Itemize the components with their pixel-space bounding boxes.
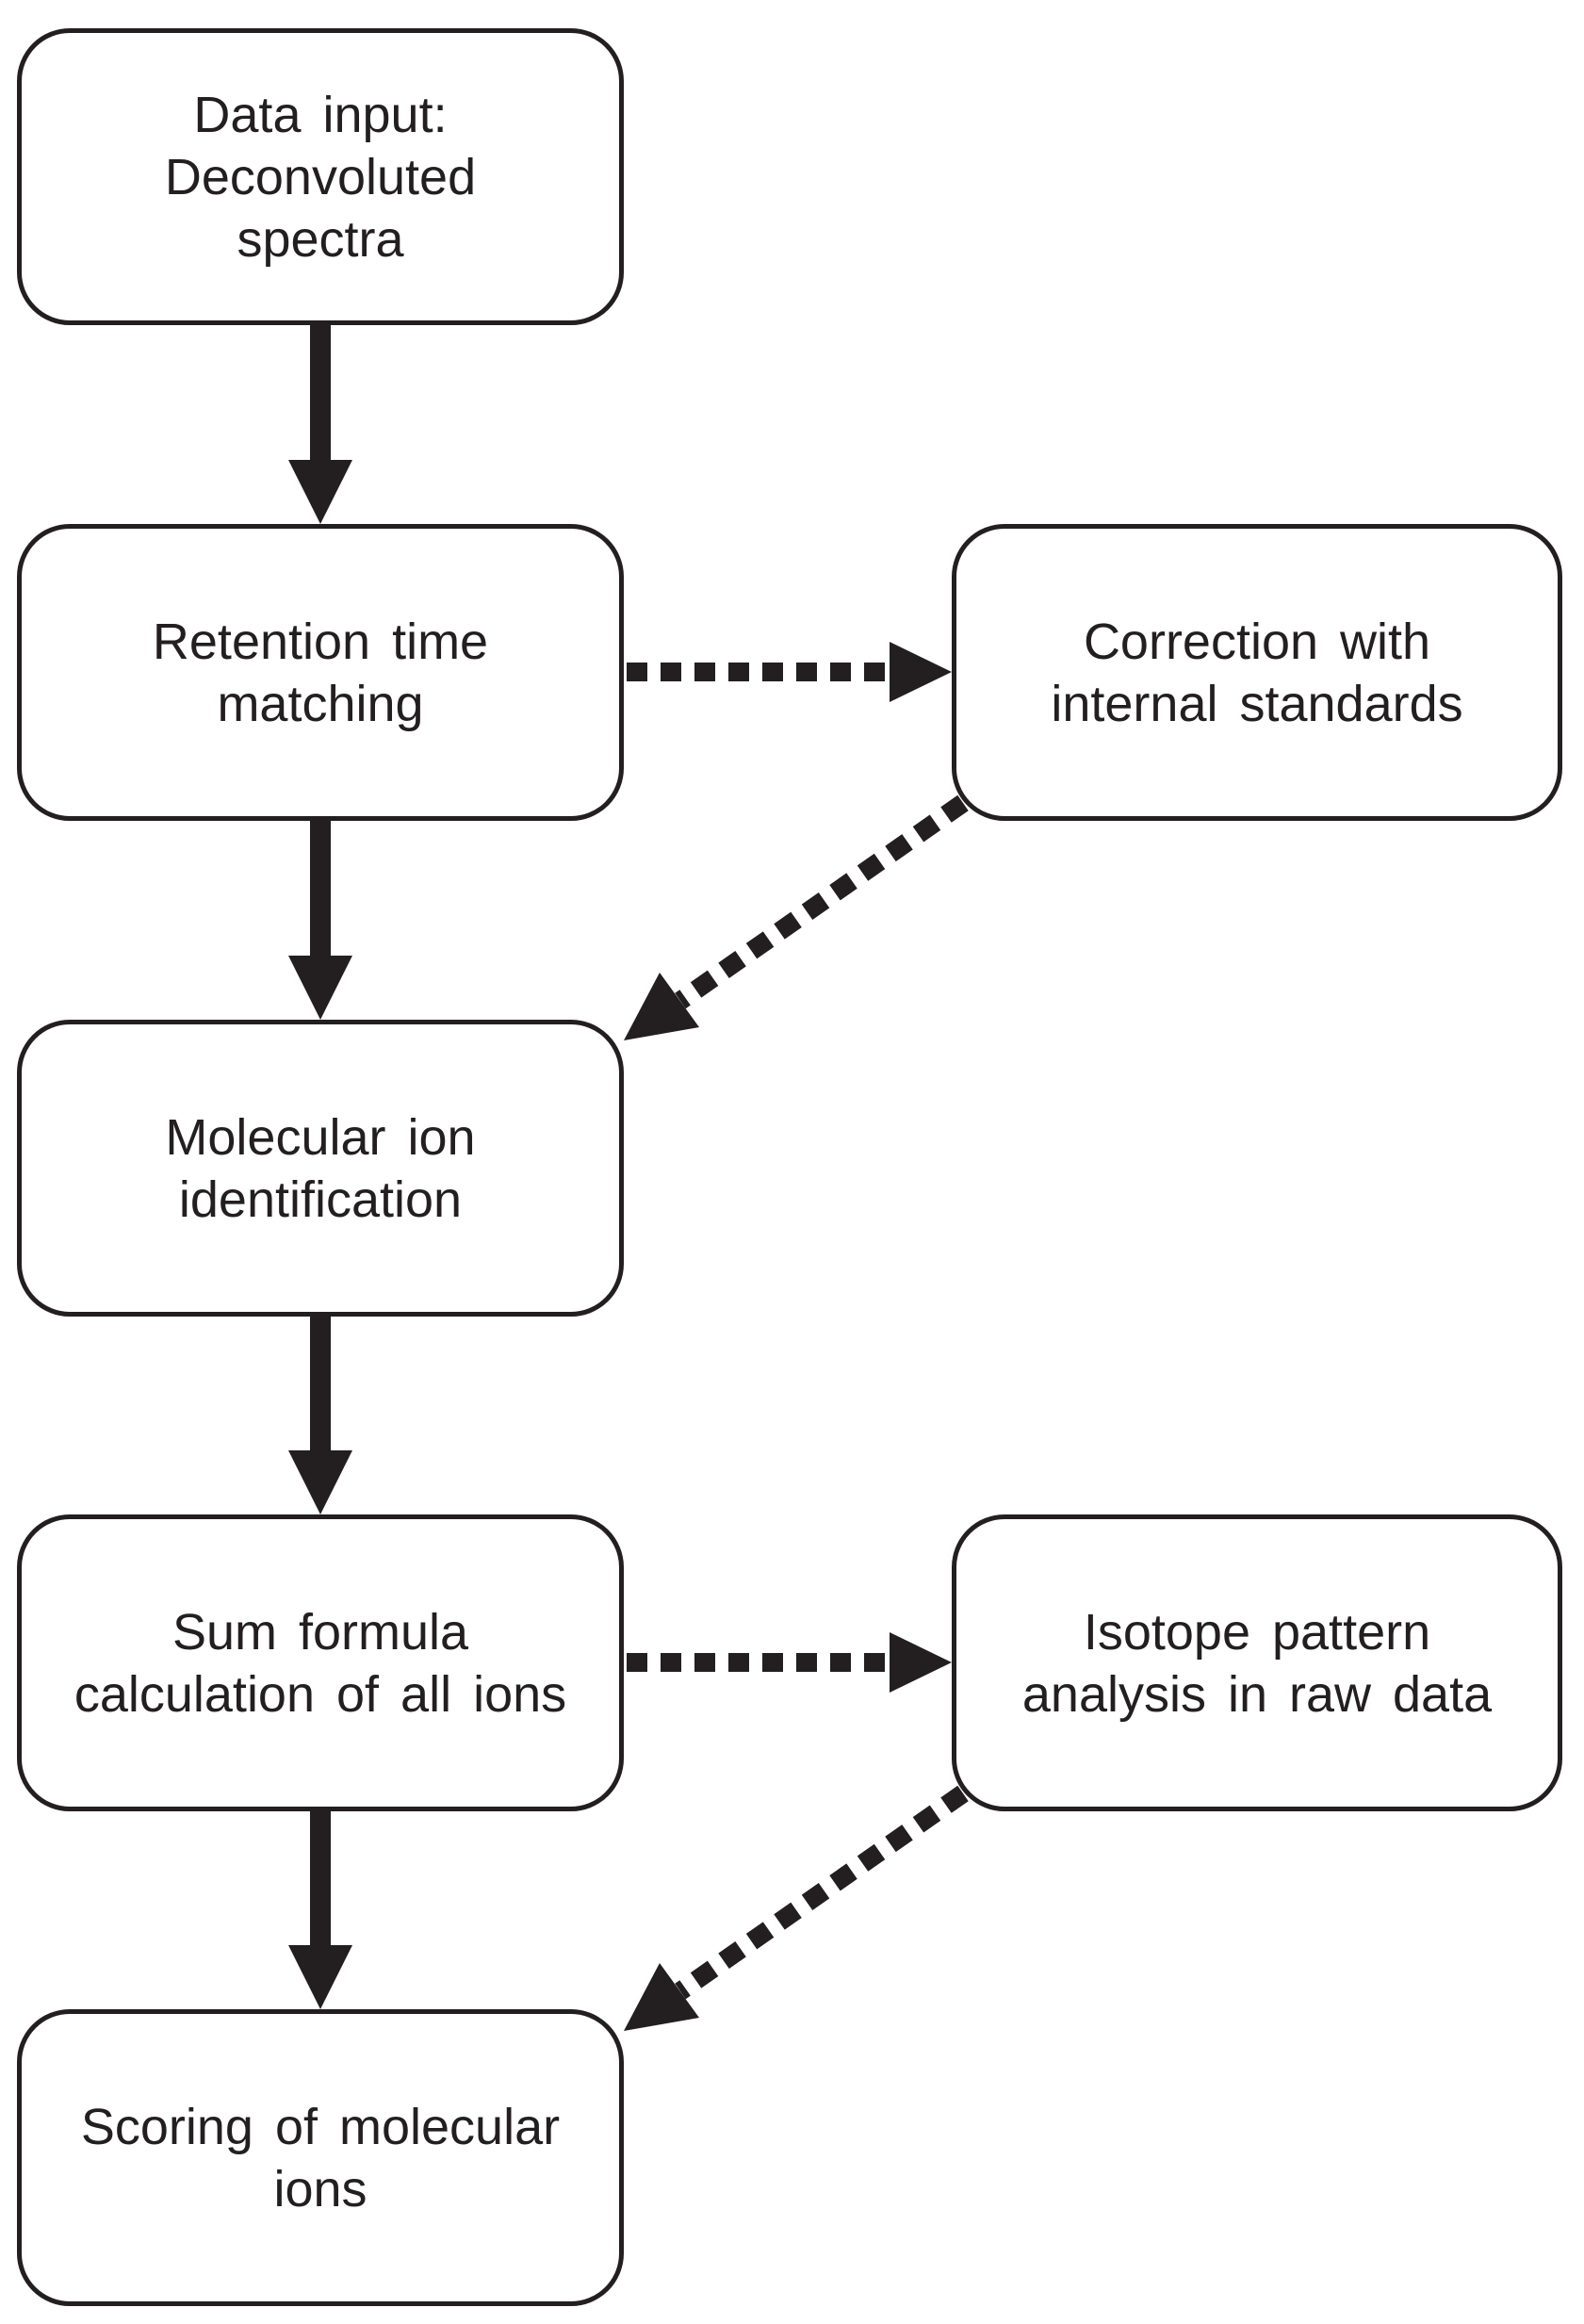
step-retention-line-2: matching bbox=[217, 675, 424, 732]
arrow-isotope-to-scoring bbox=[624, 1785, 969, 2031]
arrow-data-input-to-retention bbox=[288, 325, 352, 524]
arrow-sum-formula-to-scoring bbox=[288, 1811, 352, 2009]
arrow-sum-formula-to-isotope bbox=[627, 1632, 952, 1693]
step-data-input: Data input: Deconvoluted spectra bbox=[17, 28, 624, 325]
arrow-molecular-to-sum-formula bbox=[288, 1317, 352, 1514]
step-scoring-line-2: ions bbox=[273, 2160, 367, 2218]
step-scoring-molecular-ions: Scoring of molecular ions bbox=[17, 2009, 624, 2306]
step-data-input-line-2: Deconvoluted bbox=[164, 148, 477, 205]
step-isotope-line-2: analysis in raw data bbox=[1021, 1665, 1493, 1723]
step-correction-line-1: Correction with bbox=[1083, 613, 1431, 670]
step-isotope-pattern-analysis: Isotope pattern analysis in raw data bbox=[952, 1514, 1562, 1811]
arrow-retention-to-molecular bbox=[288, 821, 352, 1020]
step-correction-internal-standards: Correction with internal standards bbox=[952, 524, 1562, 821]
step-molecular-line-1: Molecular ion bbox=[165, 1108, 476, 1166]
step-isotope-line-1: Isotope pattern bbox=[1083, 1603, 1431, 1661]
step-sum-formula-line-2: calculation of all ions bbox=[73, 1665, 567, 1723]
step-data-input-line-1: Data input: bbox=[193, 86, 448, 143]
step-sum-formula-line-1: Sum formula bbox=[171, 1603, 469, 1661]
arrow-correction-to-molecular bbox=[624, 794, 969, 1040]
step-scoring-line-1: Scoring of molecular bbox=[80, 2098, 561, 2155]
step-molecular-ion-identification: Molecular ion identification bbox=[17, 1020, 624, 1317]
step-data-input-line-3: spectra bbox=[237, 210, 404, 268]
arrow-retention-to-correction bbox=[627, 642, 952, 702]
step-sum-formula-calculation: Sum formula calculation of all ions bbox=[17, 1514, 624, 1811]
step-retention-line-1: Retention time bbox=[152, 613, 489, 670]
step-retention-time-matching: Retention time matching bbox=[17, 524, 624, 821]
step-correction-line-2: internal standards bbox=[1051, 675, 1463, 732]
step-molecular-line-2: identification bbox=[178, 1170, 463, 1228]
